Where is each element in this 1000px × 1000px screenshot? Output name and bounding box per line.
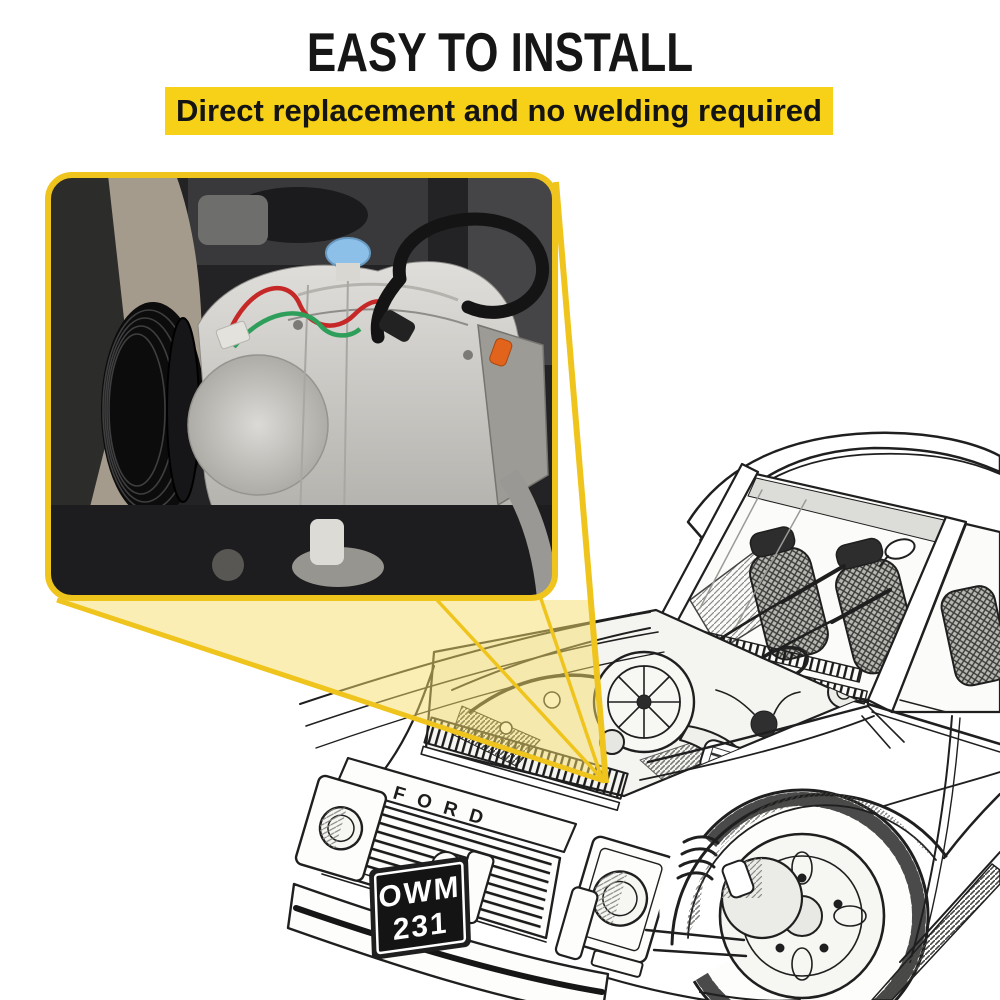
green-wire [232,311,362,349]
callout-beam-right-edge [553,181,609,784]
license-plate: OWM 231 [369,856,471,960]
bumper-guard [554,886,599,961]
car-roof [686,431,1000,540]
door-line [909,715,953,963]
callout-line-mid2 [538,595,604,780]
page-title: EASY TO INSTALL [306,21,694,83]
cabin-interior [689,477,945,683]
inset-photo [45,172,558,601]
rear-seat [940,585,1000,687]
wire-connector [215,320,251,350]
rocker-panel [871,863,1000,1000]
turn-signal [590,949,644,978]
inset-photo-border [45,172,558,601]
front-wheel [644,788,930,1000]
plate-line-2: 231 [392,906,449,947]
compressor-pulley [101,302,205,518]
hood-lip [334,756,578,854]
subtitle-highlight-bar: Direct replacement and no welding requir… [165,87,833,135]
callout-line-left [56,597,605,784]
black-hose-loop [370,212,549,344]
callout-beam [56,181,609,784]
subtitle-text: Direct replacement and no welding requir… [176,93,822,128]
orange-cap [489,338,513,367]
headlight-left [294,774,388,882]
bumper-rub-strip [293,905,605,995]
side-mirror [879,538,916,567]
beltline [866,702,1000,746]
headlight-right [564,835,675,964]
callout-line-mid [435,598,605,782]
coil-spring [676,835,720,881]
